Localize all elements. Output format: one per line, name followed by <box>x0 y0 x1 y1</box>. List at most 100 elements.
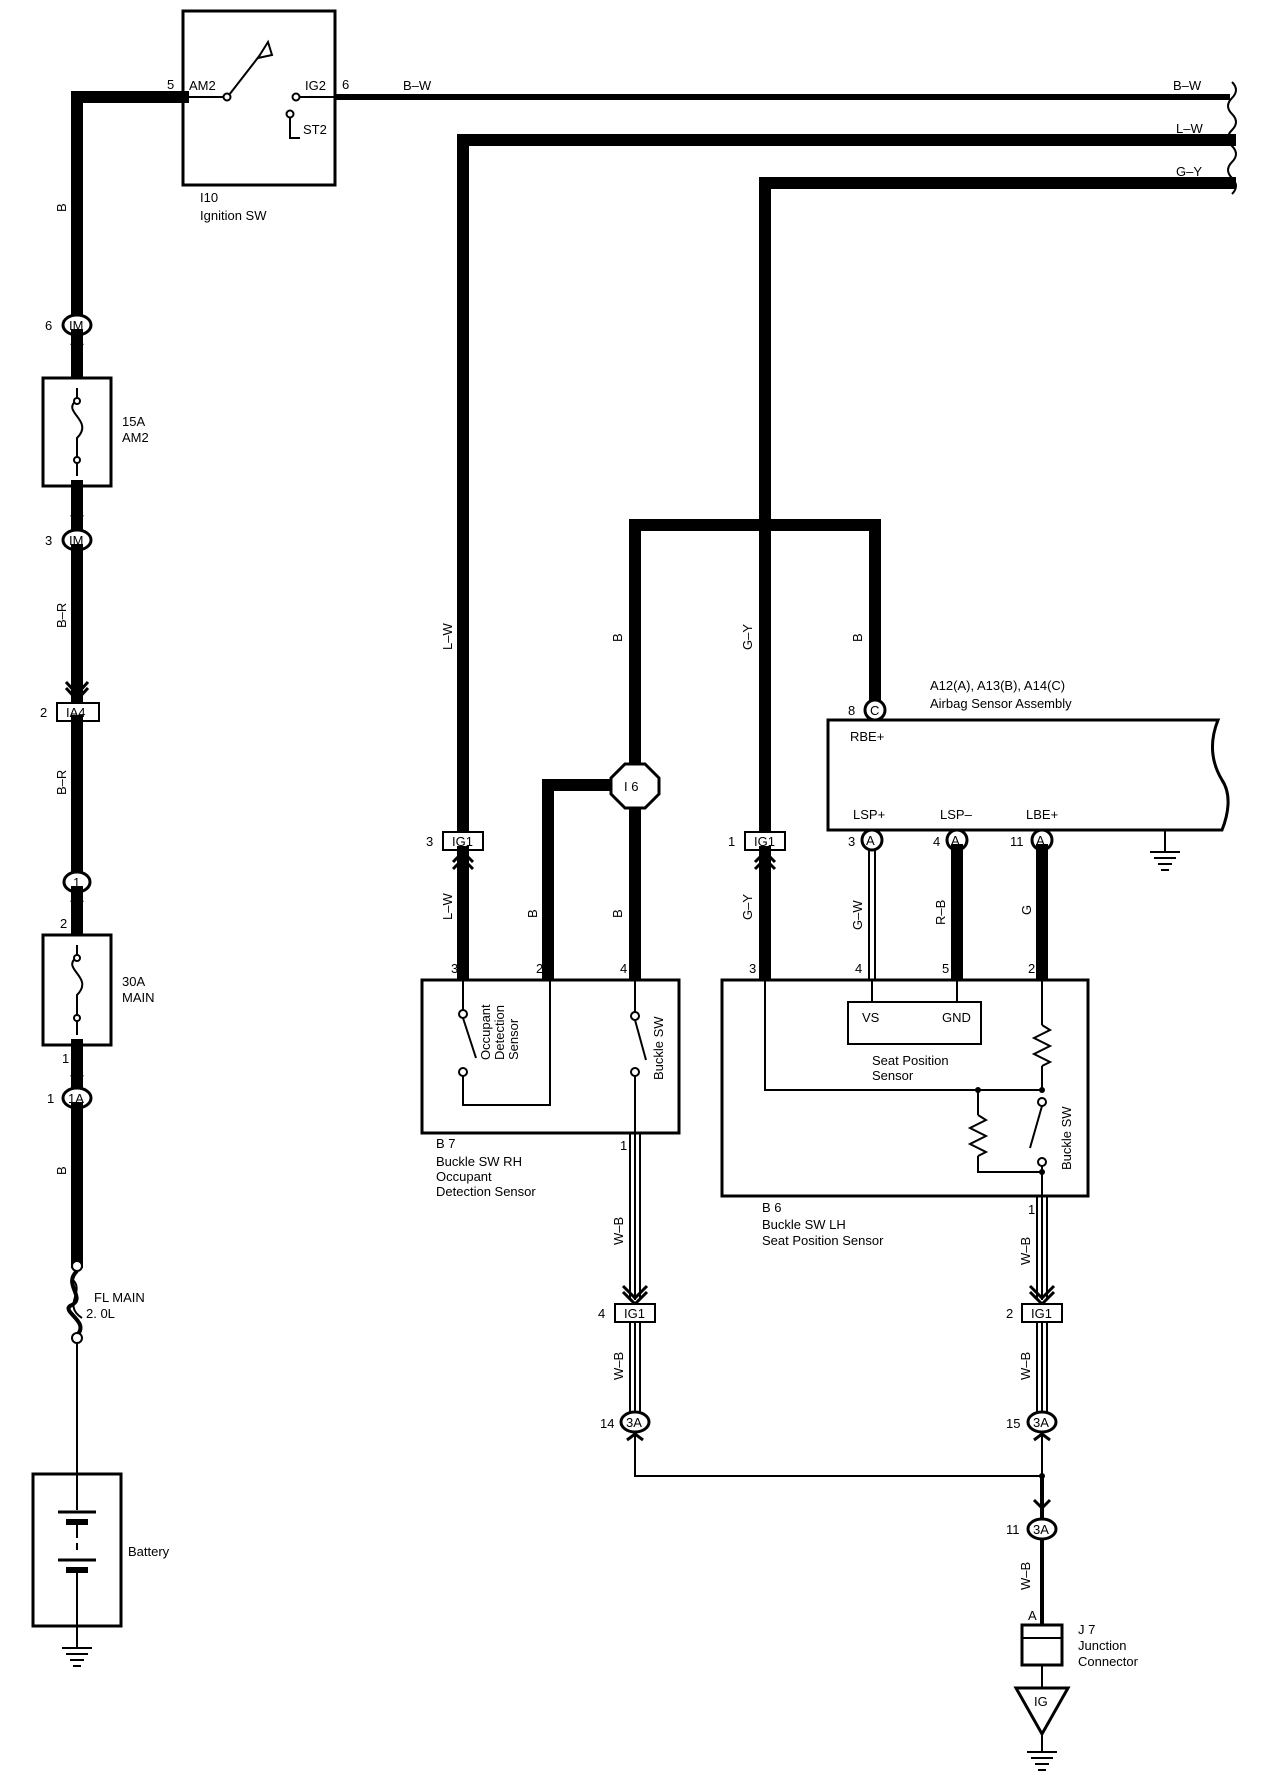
conn1-label: 1 <box>73 875 80 890</box>
b6-pin5: 5 <box>942 961 949 976</box>
airbag-pin-lsp-minus: 4 <box>933 834 940 849</box>
b7-name-3: Detection Sensor <box>436 1184 536 1199</box>
wire-g-label: G <box>1019 905 1034 915</box>
wire-wb-label-b6: W–B <box>1018 1237 1033 1265</box>
j7-id: J 7 <box>1078 1622 1095 1637</box>
ig1-left-label: IG1 <box>452 834 473 849</box>
pin-am2: 5 <box>167 77 174 92</box>
b7-id: B 7 <box>436 1136 456 1151</box>
b7-pin3: 3 <box>451 961 458 976</box>
wire-lw-label-upper: L–W <box>440 623 455 650</box>
conn3a-11: 3A <box>1033 1522 1049 1537</box>
b7-ods-1: Occupant <box>478 1004 493 1060</box>
wire-wb-label-b6-lower: W–B <box>1018 1352 1033 1380</box>
wire-b-label-top: B <box>54 203 69 212</box>
fuse-main-name: MAIN <box>122 990 155 1005</box>
battery-label: Battery <box>128 1544 170 1559</box>
term-am2: AM2 <box>189 78 216 93</box>
wire-br-label-2: B–R <box>54 770 69 795</box>
ig1-mid-pin: 1 <box>728 834 735 849</box>
wire-b-label-b7-pin4: B <box>610 909 625 918</box>
ignition-sw-name: Ignition SW <box>200 208 267 223</box>
wire-bw-label-right: B–W <box>1173 78 1202 93</box>
fuse-am2-rating: 15A <box>122 414 145 429</box>
b7-ods-3: Sensor <box>506 1018 521 1060</box>
ignition-switch: AM2 IG2 ST2 5 6 I10 Ignition SW <box>167 9 349 223</box>
term-ig2: IG2 <box>305 78 326 93</box>
ig1-b6-pin: 2 <box>1006 1306 1013 1321</box>
b6-buckle-sw-lh: 3 4 5 2 VS GND Seat Position Sensor Buck… <box>720 961 1090 1248</box>
fl-main-rating: 2. 0L <box>86 1306 115 1321</box>
ig1-b7-pin: 4 <box>598 1306 605 1321</box>
fl-main-name: FL MAIN <box>94 1290 145 1305</box>
b7-ods-2: Detection <box>492 1005 507 1060</box>
b7-name-2: Occupant <box>436 1169 492 1184</box>
ia4-pin: 2 <box>40 705 47 720</box>
airbag-conn-a-2: A <box>951 833 960 848</box>
airbag-lsp-minus: LSP– <box>940 807 973 822</box>
wire-gy-label-right: G–Y <box>1176 164 1202 179</box>
wire-gy-label-lower: G–Y <box>740 894 755 920</box>
b7-pin4: 4 <box>620 961 627 976</box>
airbag-lbe-plus: LBE+ <box>1026 807 1058 822</box>
term-st2: ST2 <box>303 122 327 137</box>
pin14: 14 <box>600 1416 614 1431</box>
b7-name-1: Buckle SW RH <box>436 1154 522 1169</box>
wire-wb-label-b7: W–B <box>611 1217 626 1245</box>
b6-id: B 6 <box>762 1200 782 1215</box>
wire-bw-label-left: B–W <box>403 78 432 93</box>
b6-pin2: 2 <box>1028 961 1035 976</box>
wire-br-label-1: B–R <box>54 603 69 628</box>
wire-gy-label-upper: G–Y <box>740 624 755 650</box>
b7-buckle-sw-rh: 3 2 4 Occupant Detection Sensor Buckle S… <box>420 961 681 1199</box>
power-chain: B IM 6 15A AM2 IM 3 B–R IA4 2 B–R 1 <box>31 91 189 1667</box>
fuse-am2-name: AM2 <box>122 430 149 445</box>
airbag-pin-lbe-plus: 11 <box>1010 834 1024 849</box>
airbag-ids: A12(A), A13(B), A14(C) <box>930 678 1065 693</box>
b6-pin3: 3 <box>749 961 756 976</box>
ig1-b7-label: IG1 <box>624 1306 645 1321</box>
wire-wb-label-b7-lower: W–B <box>611 1352 626 1380</box>
j7-line2: Connector <box>1078 1654 1139 1669</box>
center-wiring: B B L–W G–Y I 6 IG1 3 L–W B B IG1 1 G–Y <box>426 314 881 986</box>
ig1-mid-label: IG1 <box>754 834 775 849</box>
pin-ig2: 6 <box>342 77 349 92</box>
wire-b-label-b7-pin2: B <box>525 909 540 918</box>
airbag-rbe: RBE+ <box>850 729 884 744</box>
wire-b-label-center: B <box>610 633 625 642</box>
b6-buckle-sw: Buckle SW <box>1059 1106 1074 1170</box>
b6-sps-2: Sensor <box>872 1068 914 1083</box>
b6-name-2: Seat Position Sensor <box>762 1233 884 1248</box>
airbag-lsp-plus: LSP+ <box>853 807 885 822</box>
ig-label: IG <box>1034 1694 1048 1709</box>
wire-wb-label-j7: W–B <box>1018 1562 1033 1590</box>
airbag-rbe-conn: C <box>870 703 879 718</box>
ig1-b6-label: IG1 <box>1031 1306 1052 1321</box>
conn3a-14: 3A <box>626 1415 642 1430</box>
fuse-main-rating: 30A <box>122 974 145 989</box>
im-bottom-pin: 3 <box>45 533 52 548</box>
wire-b-label-airbag: B <box>850 633 865 642</box>
b6-gnd: GND <box>942 1010 971 1025</box>
airbag-conn-a-1: A <box>866 833 875 848</box>
j7-line1: Junction <box>1078 1638 1126 1653</box>
b6-pin1: 1 <box>1028 1202 1035 1217</box>
im-top-pin: 6 <box>45 318 52 333</box>
conn1a-pin: 1 <box>47 1091 54 1106</box>
airbag-pin-lsp-plus: 3 <box>848 834 855 849</box>
ignition-sw-id: I10 <box>200 190 218 205</box>
airbag-sensor-assembly: A12(A), A13(B), A14(C) Airbag Sensor Ass… <box>826 678 1230 986</box>
b6-sps-1: Seat Position <box>872 1053 949 1068</box>
top-wires: B–W B–W L–W G–Y <box>335 78 1237 846</box>
pin15: 15 <box>1006 1416 1020 1431</box>
fuse-main-pin: 1 <box>62 1051 69 1066</box>
airbag-name: Airbag Sensor Assembly <box>930 696 1072 711</box>
b7-pin2: 2 <box>536 961 543 976</box>
b6-vs: VS <box>862 1010 880 1025</box>
airbag-rbe-pin: 8 <box>848 703 855 718</box>
ig1-left-pin: 3 <box>426 834 433 849</box>
b7-pin1: 1 <box>620 1138 627 1153</box>
splice-i6-label: I 6 <box>624 779 638 794</box>
b6-pin4: 4 <box>855 961 862 976</box>
